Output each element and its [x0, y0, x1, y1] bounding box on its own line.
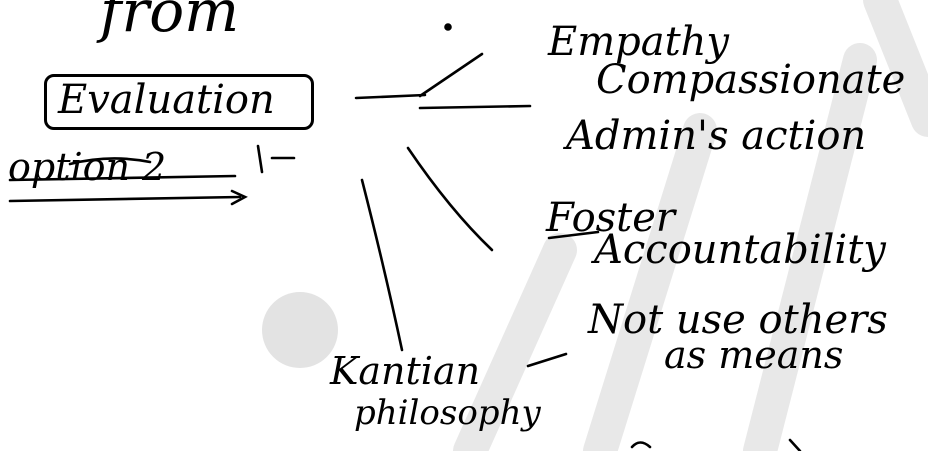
evaluation-box: [44, 74, 314, 130]
foster-label: Foster: [546, 195, 676, 241]
line-to-kantian: [360, 178, 404, 352]
option-arrow-head: [230, 189, 248, 206]
philosophy-label: philosophy: [354, 393, 541, 433]
line-kantian-dash: [526, 352, 568, 368]
option-arrow-line: [8, 195, 242, 203]
kantian-label: Kantian: [330, 349, 481, 393]
admin-action-label: Admin's action: [566, 113, 867, 159]
as-means-label: as means: [664, 333, 844, 377]
evaluation-label: Evaluation: [58, 77, 275, 123]
foster-underline: [547, 230, 600, 240]
line-to-empathy: [418, 52, 484, 98]
option-underline: [8, 174, 237, 182]
empathy-label: Empathy: [548, 19, 730, 65]
option-label: option 2: [8, 145, 167, 189]
bottom-fragment: [630, 441, 652, 449]
tick-mark: [256, 144, 264, 174]
line-to-compassionate: [418, 104, 532, 110]
line-to-foster: [406, 146, 494, 252]
bottom-fragment: [788, 438, 802, 451]
accountability-label: Accountability: [594, 227, 886, 273]
compassionate-label: Compassionate: [596, 57, 906, 103]
dot-mark: [444, 23, 452, 31]
top-fragment-text: from: [100, 0, 240, 45]
not-use-others-label: Not use others: [588, 297, 888, 343]
option-strike: [68, 157, 152, 166]
line-eval-out: [354, 93, 427, 100]
